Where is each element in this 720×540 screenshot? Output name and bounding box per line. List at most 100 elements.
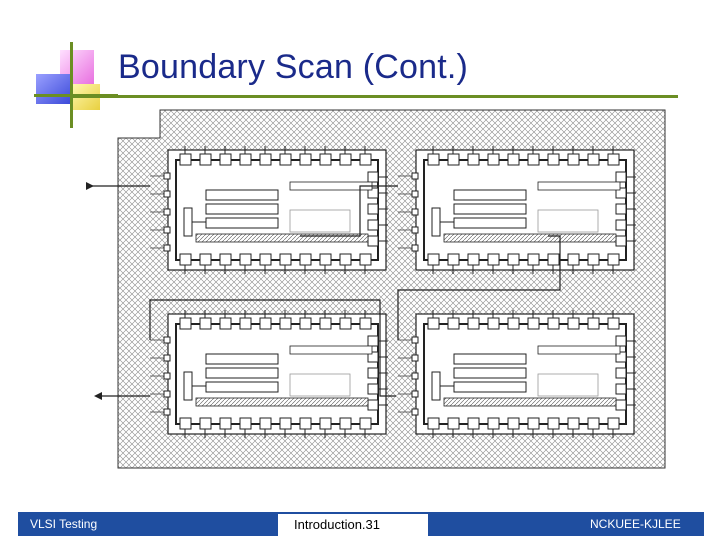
- scan-cell: [359, 253, 372, 266]
- scan-cell: [615, 235, 627, 247]
- scan-bus: [443, 397, 617, 407]
- footer-author: NCKUEE-KJLEE: [590, 517, 681, 531]
- scan-cell: [299, 417, 312, 430]
- arrow-icon: [86, 182, 94, 190]
- tap-controller-block: [289, 373, 351, 397]
- footer-center-panel: [278, 514, 428, 536]
- scan-cell: [467, 153, 480, 166]
- bypass-register: [205, 381, 279, 393]
- tap-controller-block: [537, 373, 599, 397]
- chip-3: [150, 310, 388, 438]
- scan-cell: [547, 253, 560, 266]
- scan-cell: [615, 383, 627, 395]
- scan-cell: [367, 335, 379, 347]
- scan-cell: [239, 253, 252, 266]
- chip-1: [150, 146, 388, 274]
- slide-title: Boundary Scan (Cont.): [118, 48, 469, 86]
- instruction-register: [453, 367, 527, 379]
- scan-cell: [615, 219, 627, 231]
- scan-cell: [615, 335, 627, 347]
- tap-pin: [411, 354, 419, 362]
- scan-cell: [179, 253, 192, 266]
- scan-cell: [547, 417, 560, 430]
- scan-cell: [547, 317, 560, 330]
- tap-pin: [163, 208, 171, 216]
- scan-cell: [299, 317, 312, 330]
- scan-cell: [367, 235, 379, 247]
- scan-cell: [259, 153, 272, 166]
- scan-cell: [339, 317, 352, 330]
- scan-cell: [547, 153, 560, 166]
- instruction-register: [205, 203, 279, 215]
- chip-group: [150, 146, 636, 438]
- mux-block: [183, 207, 193, 237]
- core-logic-block: [289, 345, 373, 355]
- scan-cell: [367, 171, 379, 183]
- scan-cell: [279, 253, 292, 266]
- tap-pin: [163, 226, 171, 234]
- scan-cell: [487, 417, 500, 430]
- scan-cell: [367, 203, 379, 215]
- scan-cell: [219, 153, 232, 166]
- wire-chip2-chip4: [397, 235, 561, 340]
- tap-pin: [163, 244, 171, 252]
- scan-cell: [259, 417, 272, 430]
- scan-cell: [239, 317, 252, 330]
- footer-page: Introduction.31: [294, 517, 381, 532]
- data-register: [205, 189, 279, 201]
- tap-pin: [163, 336, 171, 344]
- footer-course: VLSI Testing: [30, 517, 98, 531]
- scan-cell: [359, 153, 372, 166]
- scan-cell: [179, 317, 192, 330]
- chip-2: [398, 146, 636, 274]
- scan-cell: [199, 317, 212, 330]
- tap-pin: [163, 190, 171, 198]
- scan-cell: [567, 317, 580, 330]
- tap-pin: [411, 336, 419, 344]
- scan-cell: [199, 253, 212, 266]
- scan-cell: [615, 399, 627, 411]
- scan-cell: [587, 317, 600, 330]
- instruction-register: [205, 367, 279, 379]
- scan-bus: [195, 397, 369, 407]
- scan-cell: [319, 317, 332, 330]
- mux-block: [431, 371, 441, 401]
- scan-cell: [367, 383, 379, 395]
- tap-controller-block: [537, 209, 599, 233]
- scan-cell: [487, 153, 500, 166]
- scan-cell: [427, 317, 440, 330]
- arrow-icon: [94, 392, 102, 400]
- tap-pin: [411, 244, 419, 252]
- scan-cell: [507, 153, 520, 166]
- scan-cell: [427, 153, 440, 166]
- scan-cell: [299, 253, 312, 266]
- data-register: [205, 353, 279, 365]
- scan-cell: [319, 153, 332, 166]
- bypass-register: [453, 381, 527, 393]
- scan-cell: [199, 153, 212, 166]
- scan-cell: [447, 153, 460, 166]
- tap-pin: [163, 390, 171, 398]
- scan-cell: [339, 417, 352, 430]
- scan-cell: [367, 399, 379, 411]
- scan-cell: [567, 153, 580, 166]
- scan-cell: [179, 417, 192, 430]
- scan-cell: [467, 317, 480, 330]
- tap-pin: [163, 354, 171, 362]
- tap-pin: [163, 172, 171, 180]
- bypass-register: [205, 217, 279, 229]
- scan-cell: [239, 417, 252, 430]
- tap-pin: [411, 408, 419, 416]
- scan-cell: [607, 317, 620, 330]
- scan-cell: [587, 153, 600, 166]
- scan-cell: [527, 317, 540, 330]
- scan-cell: [467, 253, 480, 266]
- scan-cell: [447, 417, 460, 430]
- scan-cell: [359, 417, 372, 430]
- scan-cell: [587, 253, 600, 266]
- scan-cell: [615, 367, 627, 379]
- tap-pin: [411, 190, 419, 198]
- tap-pin: [411, 172, 419, 180]
- interconnect-wires: [86, 182, 561, 400]
